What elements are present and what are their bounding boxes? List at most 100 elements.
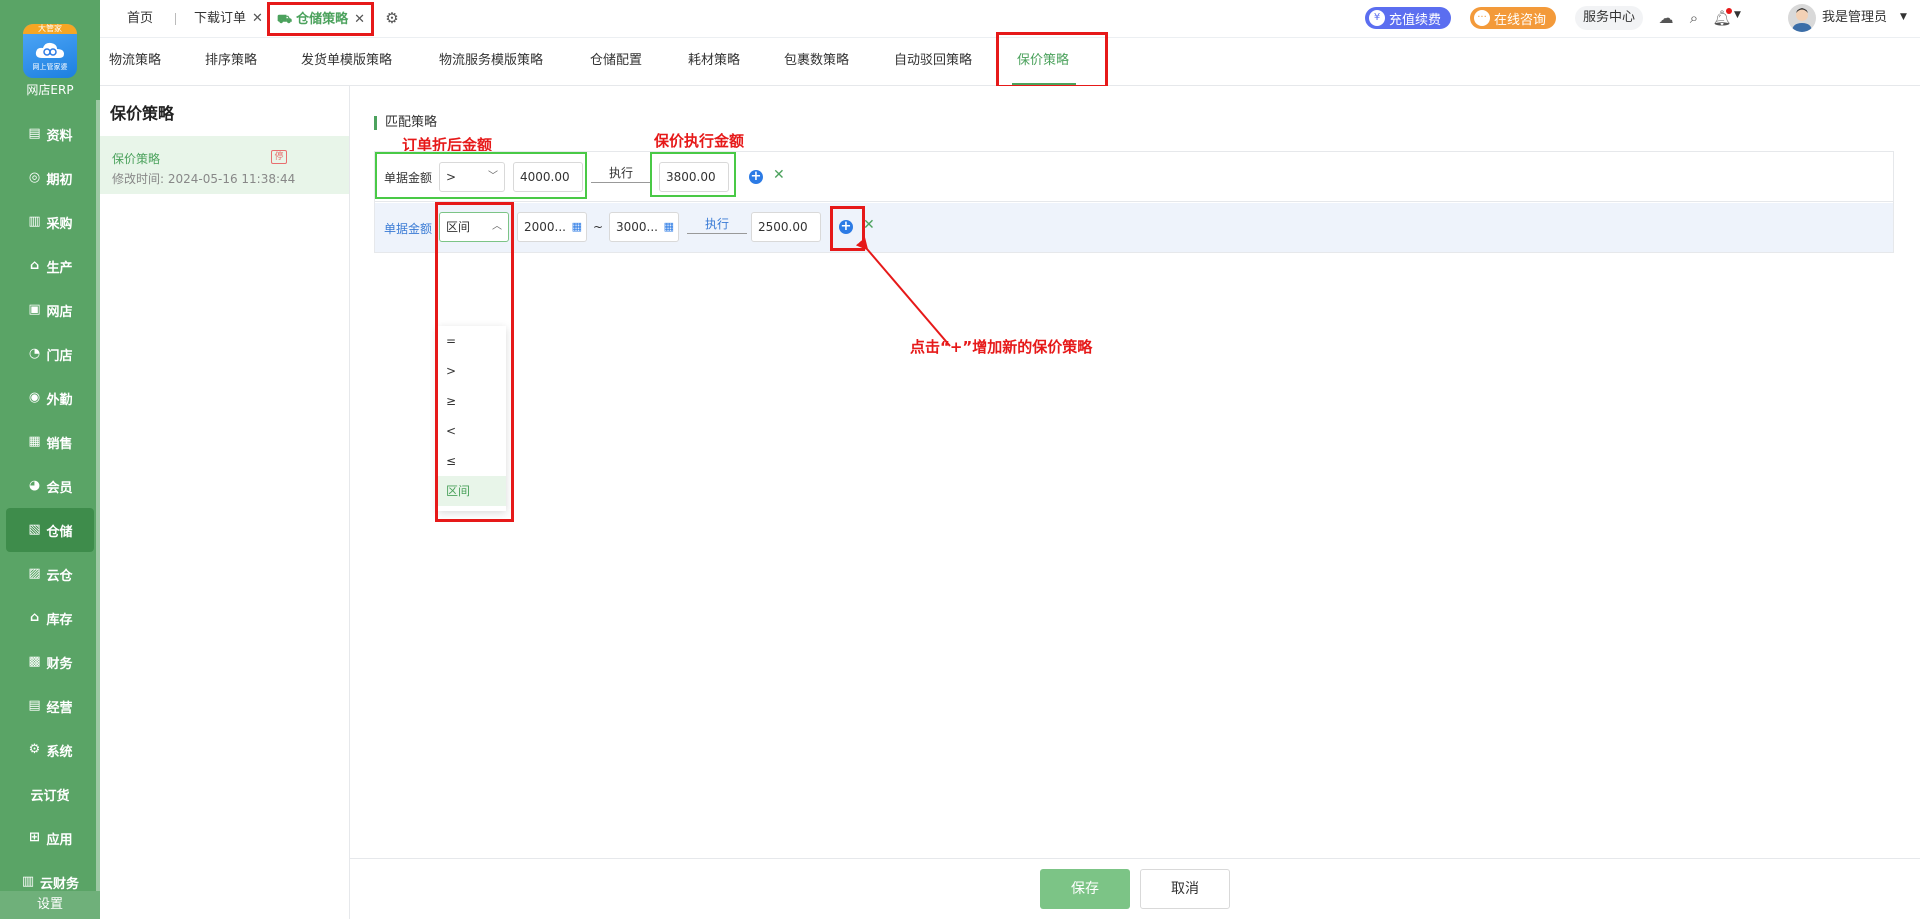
annotation-arrow <box>855 237 951 347</box>
exec-amount-input[interactable]: 2500.00 <box>751 212 821 242</box>
sidebar-item-cloud-warehouse[interactable]: ▨云仓 <box>6 552 94 596</box>
sidebar-item-inventory[interactable]: ⌂库存 <box>6 596 94 640</box>
sidebar-item-sales[interactable]: ▦销售 <box>6 420 94 464</box>
sidebar-item-finance[interactable]: ▩财务 <box>6 640 94 684</box>
tab-logistics-service-template-strategy[interactable]: 物流服务模版策略 <box>439 53 544 68</box>
annotation-box-subtab <box>996 32 1108 88</box>
notification-dot <box>1726 8 1732 14</box>
operator-select[interactable]: >﹀ <box>439 162 505 192</box>
tab-label: 下载订单 <box>194 11 247 26</box>
sidebar-item-cloud-order[interactable]: 云订货 <box>6 772 94 816</box>
cloud-download-icon[interactable]: ☁ <box>1658 9 1674 27</box>
sidebar-item-purchase[interactable]: ▥采购 <box>6 200 94 244</box>
range-from-input[interactable]: 2000... ▦ <box>517 212 587 242</box>
dropdown-option-less[interactable]: < <box>446 424 457 438</box>
money-bag-icon: ¥ <box>1369 10 1385 26</box>
sidebar-item-production[interactable]: ⌂生产 <box>6 244 94 288</box>
chevron-down-icon[interactable]: ▼ <box>1734 10 1741 20</box>
username[interactable]: 我是管理员 <box>1822 10 1888 25</box>
sidebar-item-label: 采购 <box>46 216 73 232</box>
tab-auto-reject-strategy[interactable]: 自动驳回策略 <box>894 53 973 68</box>
tab-home[interactable]: 首页 <box>127 0 153 38</box>
gear-icon: ⚙ <box>28 742 41 757</box>
tab-sort-strategy[interactable]: 排序策略 <box>205 53 258 68</box>
close-icon[interactable]: ✕ <box>252 11 263 26</box>
dropdown-option-greater-equal[interactable]: ≥ <box>446 394 457 408</box>
sidebar-item-label: 云财务 <box>39 876 79 892</box>
cancel-button[interactable]: 取消 <box>1140 869 1230 909</box>
execute-label: 执行 <box>704 217 729 231</box>
exec-amount-value: 2500.00 <box>758 220 808 234</box>
tab-insured-value-strategy[interactable]: 保价策略 <box>1017 53 1070 68</box>
sidebar-item-label: 经营 <box>46 700 73 716</box>
top-actions-consult: ···在线咨询 <box>1470 0 1557 36</box>
exec-amount-input[interactable]: 3800.00 <box>659 162 729 192</box>
list-title: 保价策略 <box>110 104 175 123</box>
sidebar-item-cloud-finance[interactable]: ▥ 云财务 <box>6 860 94 904</box>
tab-consumables-strategy[interactable]: 耗材策略 <box>688 53 741 68</box>
sidebar-scrollbar[interactable] <box>96 100 100 919</box>
operator-dropdown: = > ≥ < ≤ 区间 <box>438 326 506 511</box>
avatar[interactable] <box>1788 4 1816 32</box>
cloud-finance-icon: ▥ <box>21 874 35 889</box>
range-to-input[interactable]: 3000...▦ <box>609 212 679 242</box>
tab-package-count-strategy[interactable]: 包裹数策略 <box>784 53 850 68</box>
range-separator: ~ <box>593 220 604 234</box>
add-rule-button[interactable]: + <box>839 219 853 234</box>
dropdown-option-less-equal[interactable]: ≤ <box>446 454 457 468</box>
sidebar-item-data[interactable]: ▤资料 <box>6 112 94 156</box>
app-logo[interactable]: 大管家 网上管家婆 网店ERP <box>0 0 100 104</box>
service-center-button[interactable]: 服务中心 <box>1575 6 1644 30</box>
sidebar-item-operation[interactable]: ▤经营 <box>6 684 94 728</box>
sidebar-item-label: 库存 <box>46 612 73 628</box>
execute-arrow-line <box>687 233 747 234</box>
annotation-add-hint: 点击“+”增加新的保价策略 <box>910 338 1093 356</box>
plus-square-icon: ⊞ <box>29 830 40 845</box>
tab-logistics-strategy[interactable]: 物流策略 <box>109 53 162 68</box>
top-actions-service: 服务中心 <box>1575 0 1644 36</box>
delete-rule-button[interactable]: ✕ <box>863 217 875 233</box>
sidebar-item-member[interactable]: ◕ 会员 <box>6 464 94 508</box>
delete-rule-button[interactable]: ✕ <box>773 167 785 183</box>
operator-select[interactable]: 区间︿ <box>439 212 509 242</box>
search-icon[interactable]: ⌕ <box>1689 9 1699 27</box>
list-item-modified-time: 修改时间: 2024-05-16 11:38:44 <box>112 172 296 186</box>
member-icon: ◕ <box>28 478 41 493</box>
app-name: 网店ERP <box>26 83 74 97</box>
sidebar-item-field[interactable]: ◉外勤 <box>6 376 94 420</box>
sidebar-item-system[interactable]: ⚙系统 <box>6 728 94 772</box>
online-consult-button[interactable]: ···在线咨询 <box>1470 7 1557 29</box>
consult-label: 在线咨询 <box>1494 12 1547 28</box>
logo-top-text: 大管家 <box>23 24 77 34</box>
sidebar-item-label: 云订货 <box>30 788 70 804</box>
dropdown-option-equal[interactable]: = <box>446 334 457 348</box>
sidebar-item-label: 资料 <box>46 128 73 144</box>
list-item[interactable]: 保价策略 停 修改时间: 2024-05-16 11:38:44 <box>100 136 349 194</box>
dropdown-option-range[interactable]: 区间 <box>438 476 506 506</box>
settings-button[interactable]: 设置 <box>0 891 100 919</box>
sidebar-item-label: 会员 <box>46 480 73 496</box>
calculator-icon: ▦ <box>571 220 582 233</box>
settings-gear-icon[interactable]: ⚙ <box>385 9 399 27</box>
add-rule-button[interactable]: + <box>749 169 763 184</box>
amount-input[interactable]: 4000.00 <box>513 162 583 192</box>
sidebar-item-retail-store[interactable]: ◔门店 <box>6 332 94 376</box>
tab-download-orders[interactable]: 下载订单 ✕ <box>194 0 263 38</box>
tab-invoice-template-strategy[interactable]: 发货单模版策略 <box>301 53 393 68</box>
user-avatar-icon <box>1792 8 1812 32</box>
sidebar-item-warehouse[interactable]: ▧仓储 <box>6 508 94 552</box>
sidebar-item-opening[interactable]: ◎期初 <box>6 156 94 200</box>
cloud-warehouse-icon: ▨ <box>28 566 41 581</box>
tab-warehouse-strategy[interactable]: ⛟仓储策略✕ <box>277 0 365 38</box>
save-button[interactable]: 保存 <box>1040 869 1130 909</box>
tab-warehouse-config[interactable]: 仓储配置 <box>590 53 643 68</box>
close-icon[interactable]: ✕ <box>354 12 366 27</box>
recharge-button[interactable]: ¥充值续费 <box>1365 7 1452 29</box>
sidebar-item-apps[interactable]: ⊞应用 <box>6 816 94 860</box>
chevron-down-icon[interactable]: ▼ <box>1900 12 1907 22</box>
list-item-name: 保价策略 <box>112 152 161 166</box>
dropdown-option-greater[interactable]: > <box>446 364 457 378</box>
sidebar-item-online-store[interactable]: ▣网店 <box>6 288 94 332</box>
range-from-value: 2000... <box>524 220 566 234</box>
annotation-exec-amount: 保价执行金额 <box>654 132 745 150</box>
